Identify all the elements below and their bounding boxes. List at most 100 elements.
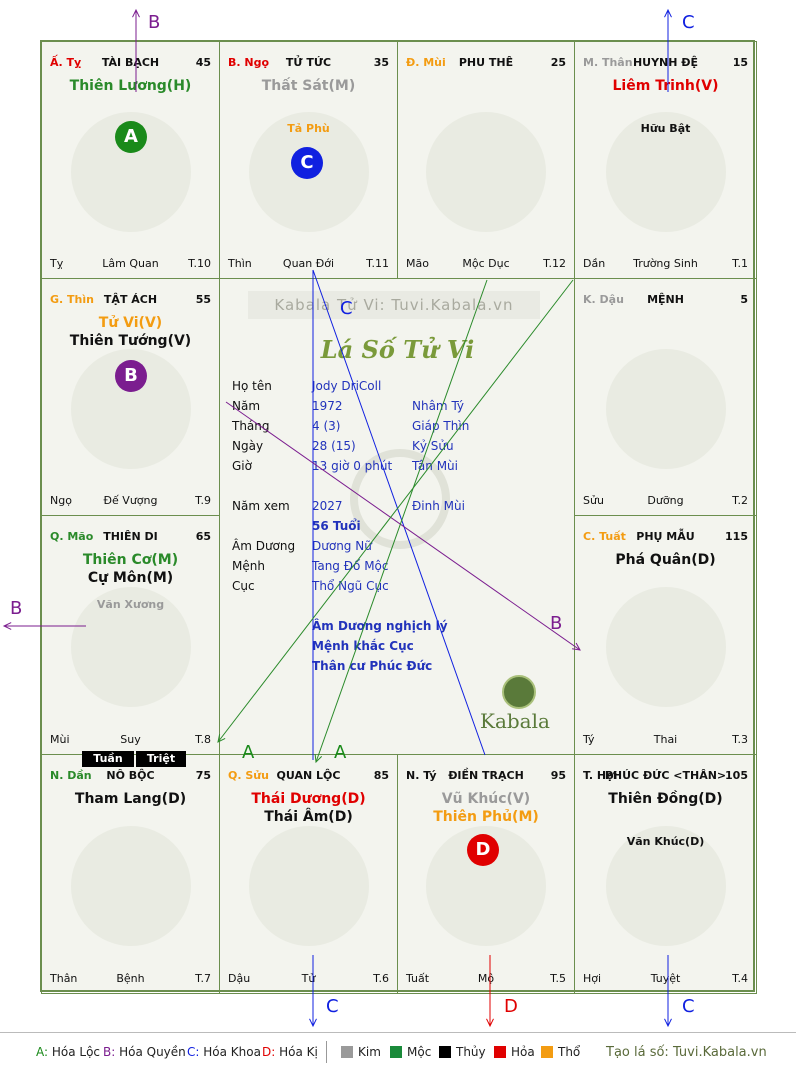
legend-key: D:	[262, 1045, 276, 1059]
info-label: Giờ	[232, 459, 252, 473]
palace-name: QUAN LỘC	[276, 769, 341, 782]
info-label: Cục	[232, 579, 255, 593]
palace-name: HUYNH ĐỆ	[632, 56, 699, 69]
truong-sinh: Tuyệt	[650, 972, 681, 985]
zodiac-watermark	[426, 111, 546, 232]
center-note: Mệnh khắc Cục	[312, 639, 414, 653]
zodiac-watermark	[605, 111, 726, 232]
heavenly-stem: M. Thân	[583, 56, 633, 69]
info-value: 13 giờ 0 phút	[312, 459, 393, 473]
palace-age: 105	[725, 769, 748, 782]
arrow-head	[132, 8, 140, 18]
main-star: Cự Môn(M)	[87, 570, 174, 586]
heavenly-stem: Q. Sửu	[228, 769, 269, 782]
info-value: Tang Đố Mộc	[312, 559, 389, 573]
logo-text: Kabala	[480, 709, 550, 733]
legend-key: B:	[103, 1045, 116, 1059]
heavenly-stem: N. Dần	[50, 769, 92, 782]
info-label: Năm xem	[232, 499, 290, 513]
heavenly-stem: G. Thìn	[50, 293, 94, 306]
month: T.2	[732, 494, 748, 507]
info-label: Âm Dương	[232, 539, 296, 553]
truong-sinh: Suy	[120, 733, 141, 746]
arrow-head	[2, 622, 12, 630]
element-swatch	[439, 1046, 451, 1058]
line-label-c: C	[340, 298, 353, 319]
info-value-can-chi: Kỷ Sửu	[412, 439, 454, 453]
marker-c-icon: C	[291, 147, 323, 179]
palace-name: THIÊN DI	[103, 530, 158, 543]
element-swatch	[494, 1046, 506, 1058]
element-label: Kim	[358, 1045, 381, 1059]
legend-hoa-item: C: Hóa Khoa	[187, 1045, 261, 1059]
site-credit[interactable]: Tạo lá số: Tuvi.Kabala.vn	[606, 1045, 767, 1060]
badge-triet: Triệt	[136, 751, 186, 767]
truong-sinh: Tử	[301, 972, 316, 985]
main-star: Thái Dương(D)	[251, 791, 366, 807]
main-star: Tham Lang(D)	[74, 791, 187, 807]
palace-name: MỆNH	[647, 293, 684, 306]
main-star: Vũ Khúc(V)	[441, 791, 531, 807]
month: T.4	[732, 972, 748, 985]
external-label-c: C	[682, 12, 695, 33]
info-label: Tháng	[232, 419, 270, 433]
element-swatch	[390, 1046, 402, 1058]
legend-key: C:	[187, 1045, 200, 1059]
info-value-can-chi: Giáp Thìn	[412, 419, 470, 433]
palace-name: TÀI BẠCH	[101, 56, 160, 69]
external-label-d: D	[504, 996, 518, 1017]
info-label: Họ tên	[232, 379, 272, 393]
main-star: Thái Âm(D)	[264, 809, 353, 825]
palace-age: 15	[732, 56, 748, 69]
info-label: Mệnh	[232, 559, 265, 573]
month: T.6	[373, 972, 389, 985]
info-value: 28 (15)	[312, 439, 356, 453]
info-value: 2027	[312, 499, 343, 513]
earthly-branch: Thìn	[228, 257, 252, 270]
palace-name: PHU THÊ	[458, 56, 514, 69]
earthly-branch: Hợi	[583, 972, 602, 985]
palace-name: NÔ BỘC	[106, 769, 155, 782]
chart-title: Lá Số Tử Vi	[320, 335, 475, 364]
line-label-a: A	[334, 742, 347, 763]
info-value: Thổ Ngũ Cục	[312, 579, 389, 593]
truong-sinh: Trường Sinh	[633, 257, 698, 270]
marker-b-icon: B	[115, 360, 147, 392]
truong-sinh: Mộ	[477, 972, 495, 985]
palace-age: 55	[195, 293, 211, 306]
legend-hoa-item: B: Hóa Quyền	[103, 1045, 186, 1059]
element-label: Thủy	[456, 1045, 486, 1059]
line-label-b: B	[550, 613, 563, 634]
zodiac-watermark	[70, 825, 191, 946]
legend-label: Hóa Lộc	[48, 1045, 101, 1059]
main-star: Thất Sát(M)	[261, 78, 356, 94]
info-label: Ngày	[232, 439, 264, 453]
legend-divider	[326, 1041, 327, 1063]
palace-age: 85	[373, 769, 389, 782]
earthly-branch: Thân	[50, 972, 78, 985]
external-label-b: B	[148, 12, 161, 33]
legend-label: Hóa Kị	[275, 1045, 318, 1059]
palace-age: 5	[740, 293, 748, 306]
palace-age: 45	[195, 56, 211, 69]
